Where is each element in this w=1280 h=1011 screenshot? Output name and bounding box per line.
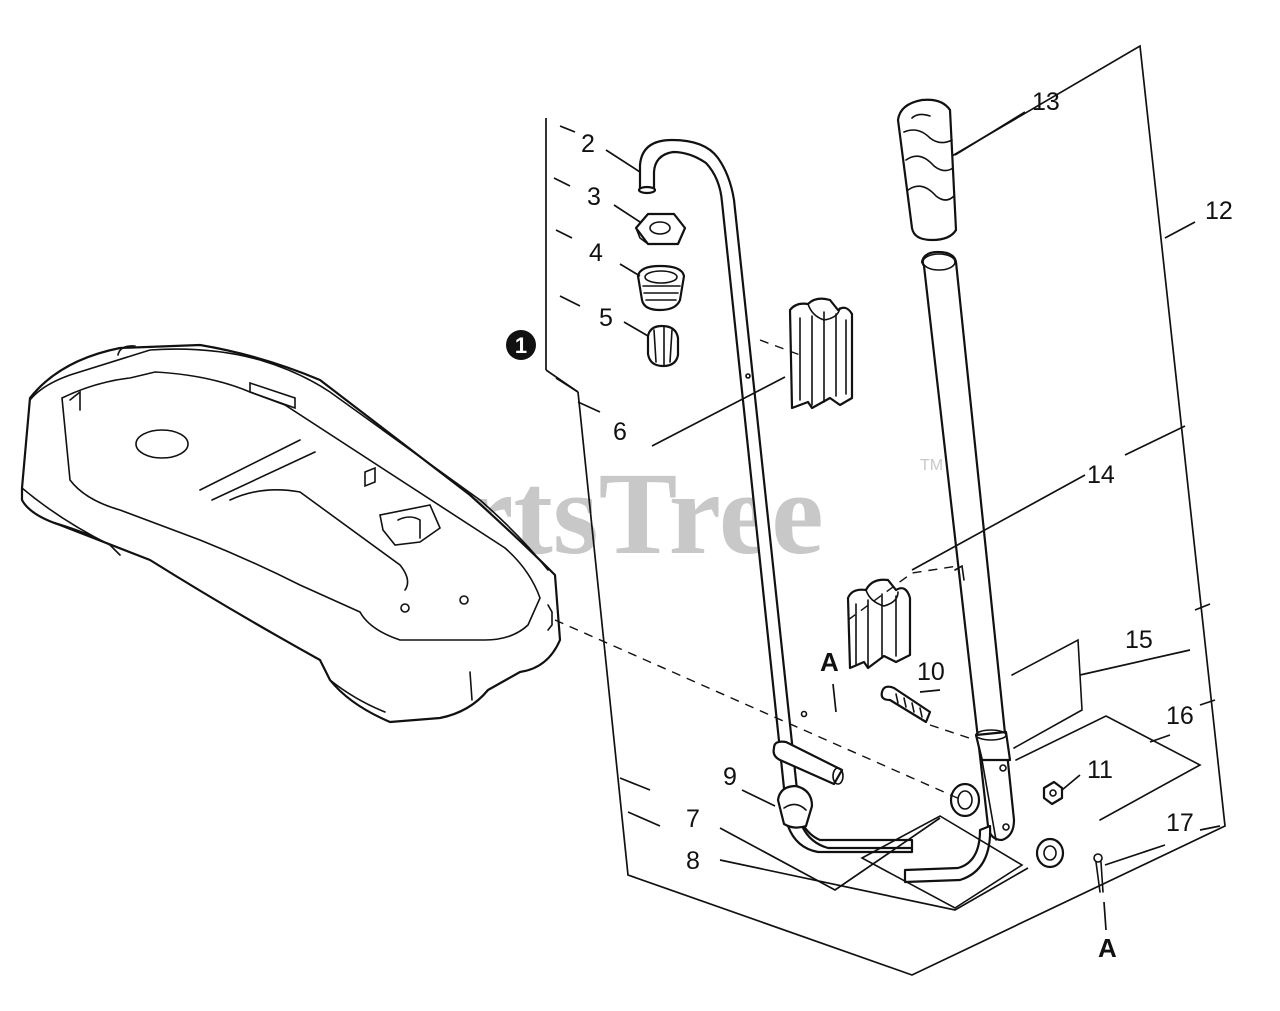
upper-tube (920, 250, 1016, 842)
decals (860, 638, 1202, 909)
callout-label-1: 1 (515, 333, 527, 358)
callout-labels: 2 3 4 5 6 7 8 9 10 11 12 13 14 15 16 17 (581, 88, 1233, 875)
tube-clamp-upper (788, 297, 854, 410)
reference-letters: A A (820, 647, 1117, 963)
sleeve-pin (772, 740, 844, 786)
callout-14[interactable]: 14 (1087, 461, 1115, 489)
reference-letter-a-upper: A (820, 647, 839, 677)
callout-15[interactable]: 15 (1125, 626, 1153, 654)
callout-6[interactable]: 6 (613, 418, 627, 446)
collet (646, 324, 680, 368)
callout-3[interactable]: 3 (587, 183, 601, 211)
hex-nut (634, 212, 687, 246)
base-tray (20, 343, 562, 724)
callout-8[interactable]: 8 (686, 847, 700, 875)
leader-lines (545, 44, 1226, 976)
bushing-clip (776, 784, 814, 829)
bolt (880, 685, 932, 724)
callout-7[interactable]: 7 (686, 805, 700, 833)
callout-13[interactable]: 13 (1032, 88, 1060, 116)
callout-4[interactable]: 4 (589, 239, 603, 267)
lower-bend (903, 824, 992, 884)
callout-12[interactable]: 12 (1205, 197, 1233, 225)
callout-5[interactable]: 5 (599, 304, 613, 332)
tube-clamp-lower (846, 564, 965, 670)
callout-2[interactable]: 2 (581, 130, 595, 158)
callout-9[interactable]: 9 (723, 763, 737, 791)
reference-letter-a-lower: A (1098, 933, 1117, 963)
handle-tube (637, 138, 914, 854)
callout-10[interactable]: 10 (917, 658, 945, 686)
cotter-pin (1093, 853, 1104, 893)
callout-11[interactable]: 11 (1087, 756, 1113, 784)
callout-16[interactable]: 16 (1166, 702, 1194, 730)
callout-17[interactable]: 17 (1166, 809, 1194, 837)
grip (896, 98, 958, 242)
threaded-bushing (636, 264, 686, 312)
callout-badge-1[interactable]: 1 (506, 330, 536, 360)
watermark-trademark: TM (920, 457, 943, 474)
washers (949, 780, 1065, 869)
